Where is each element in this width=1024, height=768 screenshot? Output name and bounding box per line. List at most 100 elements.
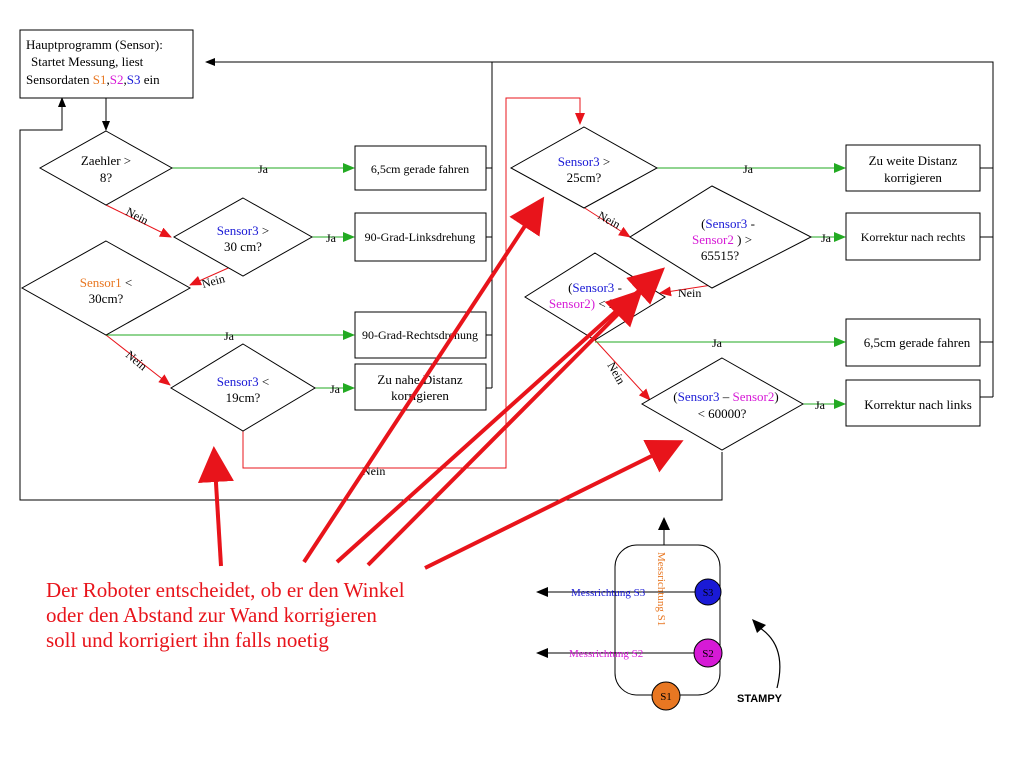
caption-line1: Der Roboter entscheidet, ob er den Winke… (46, 578, 405, 602)
action-left-turn: 90-Grad-Linksdrehung (354, 212, 487, 262)
sensor3-label: Sensor3 (572, 280, 614, 295)
operator: ) > (734, 232, 752, 247)
main-program-box: Hauptprogramm (Sensor): Startet Messung,… (19, 29, 194, 99)
decision-diff-lt-60000: (Sensor3 – Sensor2) < 60000? (640, 357, 805, 451)
left-actions-return (486, 62, 493, 169)
sensor3-label: Sensor3 (217, 374, 259, 389)
sensor-s1-dot (651, 681, 681, 711)
annotation-arrow (424, 440, 684, 570)
decision-line2: 30cm? (89, 291, 124, 306)
sensor2-label: Sensor2 (733, 389, 775, 404)
decision-line2: < 60000? (698, 406, 747, 421)
no-zaehler (105, 204, 172, 238)
robot-name: STAMPY (737, 693, 783, 705)
decision-line1: Sensor3 > (558, 154, 610, 169)
caption: Der Roboter entscheidet, ob er den Winke… (46, 578, 516, 653)
no-diffgt (659, 284, 713, 297)
annotation-arrow (302, 196, 545, 564)
action-too-far: Zu weite Distanz korrigieren (845, 144, 981, 192)
paren-open: ( (673, 389, 677, 404)
operator: < (259, 374, 270, 389)
rotation-arrowhead (752, 619, 766, 633)
decision-line2: Sensor2 ) > (692, 232, 752, 247)
rotation-arrow (759, 627, 781, 689)
sensor2-label: Sensor2) (549, 296, 595, 311)
action-too-close-line2: korrigieren (391, 388, 449, 403)
decision-sensor3-lt-19: Sensor3 < 19cm? (170, 343, 316, 432)
no-s3gt25 (579, 204, 631, 238)
action-forward-2-label: 6,5cm gerade fahren (864, 335, 971, 350)
action-forward-1: 6,5cm gerade fahren (354, 145, 487, 191)
s1-direction-label: Messrichtung S1 (655, 552, 667, 626)
comma: , (124, 72, 127, 87)
sensor3-label: Sensor3 (705, 216, 747, 231)
decision-line1: (Sensor3 - (568, 280, 622, 295)
operator: > (600, 154, 611, 169)
yes-label: Ja (258, 162, 269, 176)
sensor-s3-label: S3 (703, 588, 714, 599)
s2-label: S2 (110, 72, 124, 87)
no-label: Nein (604, 360, 628, 387)
sensor-s2-label: S2 (702, 648, 714, 660)
operator: > (259, 223, 270, 238)
yes-branch-lines (106, 163, 846, 409)
yes-label: Ja (712, 336, 723, 350)
main-program-prefix: Sensordaten (26, 72, 93, 87)
decision-line2: 25cm? (567, 170, 602, 185)
decision-sensor3-gt-30: Sensor3 > 30 cm? (172, 197, 314, 277)
action-forward-2: 6,5cm gerade fahren (845, 318, 981, 367)
no-s3gt30 (189, 264, 236, 286)
decision-zaehler: Zaehler > 8? (38, 130, 174, 206)
loop-line-outer (19, 97, 723, 501)
decision-line1: Sensor3 > (217, 223, 269, 238)
operator: < (122, 275, 133, 290)
minus: - (614, 280, 622, 295)
paren-open: ( (701, 216, 705, 231)
decision-sensor3-gt-25: Sensor3 > 25cm? (509, 126, 659, 209)
annotation-arrow (366, 289, 643, 567)
sensor3-label: Sensor3 (678, 389, 720, 404)
decision-sensor1-lt-30: Sensor1 < 30cm? (20, 240, 192, 336)
yes-label: Ja (821, 231, 832, 245)
no-s1lt30 (105, 334, 171, 386)
no-label: Nein (124, 204, 151, 227)
action-too-close: Zu nahe Distanz korrigieren (354, 363, 487, 411)
s3-direction-arrowhead (536, 587, 548, 597)
yes-label: Ja (224, 329, 235, 343)
decision-line1: Sensor1 < (80, 275, 132, 290)
main-program-suffix: ein (141, 72, 161, 87)
decision-zaehler-line1: Zaehler > (81, 153, 131, 168)
action-correct-left-label: Korrektur nach links (864, 397, 972, 412)
no-s3lt19 (242, 97, 585, 469)
no-branch-lines (105, 97, 713, 469)
s1-label: S1 (93, 72, 107, 87)
action-correct-left: Korrektur nach links (845, 379, 981, 427)
yes-label: Ja (815, 398, 826, 412)
comma: , (107, 72, 110, 87)
main-program-line2: Startet Messung, liest (31, 54, 144, 69)
s3-direction-label: Messrichtung S3 (571, 587, 646, 599)
no-label: Nein (678, 286, 701, 300)
action-left-turn-label: 90-Grad-Linksdrehung (365, 230, 476, 244)
connector-lines (19, 58, 994, 501)
yes-label: Ja (743, 162, 754, 176)
caption-line3: soll und korrigiert ihn falls noetig (46, 628, 329, 652)
minus: – (720, 389, 733, 404)
action-too-far-line2: korrigieren (884, 170, 942, 185)
annotation-arrow (197, 446, 234, 567)
forward-arrowhead (658, 517, 670, 530)
main-program-line3: Sensordaten S1,S2,S3 ein (26, 72, 160, 87)
sensor3-label: Sensor3 (217, 223, 259, 238)
decision-line1: Sensor3 < (217, 374, 269, 389)
minus: - (747, 216, 755, 231)
sensor1-label: Sensor1 (80, 275, 122, 290)
no-difflt2 (594, 339, 651, 401)
action-too-close-line1: Zu nahe Distanz (377, 372, 462, 387)
main-program-line1: Hauptprogramm (Sensor): (26, 37, 163, 52)
decision-line1: (Sensor3 – Sensor2) (673, 389, 778, 404)
action-right-turn: 90-Grad-Rechtsdrehung (354, 311, 487, 359)
paren-close: ) (774, 389, 778, 404)
s2-direction-arrowhead (536, 648, 548, 658)
sensor-s3-dot (694, 578, 722, 606)
